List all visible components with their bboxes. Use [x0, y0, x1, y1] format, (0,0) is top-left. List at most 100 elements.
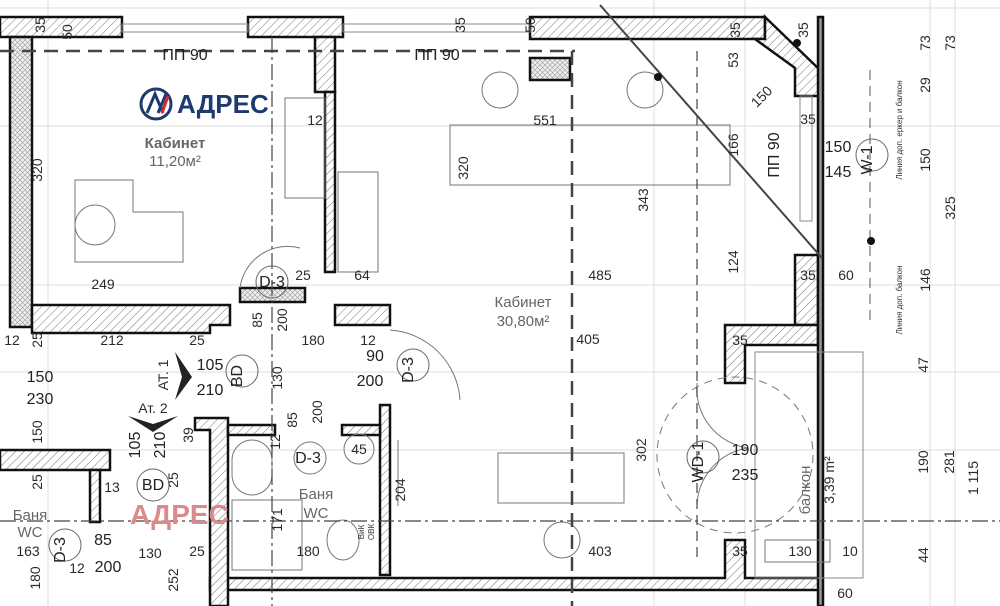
section-lines — [0, 4, 1000, 606]
dimension-label: 403 — [588, 543, 612, 559]
dimension-label: 551 — [533, 112, 557, 128]
dimension-label: 85 — [249, 312, 265, 328]
room-name: Кабинет — [494, 294, 551, 311]
dimension-label: 200 — [309, 400, 325, 424]
dimension-label: 146 — [917, 268, 933, 292]
dimension-label: 405 — [576, 331, 600, 347]
dimension-label: 281 — [941, 450, 957, 474]
dimension-label: 105 — [197, 357, 224, 374]
dimension-label: 47 — [915, 357, 931, 373]
walls — [0, 14, 825, 606]
dimension-label: 35 — [800, 111, 816, 127]
dimension-label: 60 — [838, 267, 854, 283]
room-name: Кабинет — [145, 135, 206, 152]
dimension-label: 35 — [32, 17, 48, 33]
dimension-label: 12 — [307, 112, 323, 128]
dimension-label: 163 — [16, 543, 40, 559]
dimension-label: 35 — [795, 22, 811, 38]
dimension-label: 252 — [165, 568, 181, 592]
dimension-label: 150 — [917, 148, 933, 172]
dimension-label: 60 — [837, 585, 853, 601]
dimension-label: 50 — [522, 17, 538, 33]
dimension-label: 64 — [354, 267, 370, 283]
dimension-label: 1 115 — [965, 461, 981, 495]
dimension-label: 25 — [189, 543, 205, 559]
dimension-label: 212 — [100, 332, 124, 348]
dimension-label: D-3 — [52, 537, 69, 563]
tag-circle — [396, 348, 430, 382]
dimension-label: 12 — [267, 434, 283, 450]
dimension-label: 180 — [27, 566, 43, 590]
dimension-label: 145 — [825, 164, 852, 181]
dimension-label: 10 — [842, 543, 858, 559]
room-name: Баня — [299, 486, 334, 503]
dimension-label: ПП 90 — [162, 47, 207, 64]
dimension-label: 150 — [825, 139, 852, 156]
dimension-label: 200 — [95, 559, 122, 576]
dimension-label: 150 — [748, 82, 776, 110]
dimension-label: 235 — [732, 467, 759, 484]
dimension-label: 124 — [725, 250, 741, 274]
room-name: балкон — [797, 466, 814, 515]
dimension-label: 85 — [284, 412, 300, 428]
dimension-label: 35 — [732, 332, 748, 348]
dimension-label: 35 — [452, 17, 468, 33]
dimension-label: 200 — [357, 373, 384, 390]
dimension-label: 25 — [165, 472, 181, 488]
dimension-label: 150 — [29, 420, 45, 444]
dimension-label: 210 — [197, 382, 224, 399]
tag-circle — [255, 265, 289, 299]
dimension-label: 105 — [127, 432, 144, 459]
dimension-label: 45 — [351, 441, 367, 457]
furniture — [74, 71, 831, 571]
room-sub: WC — [18, 524, 43, 541]
dimension-label: 35 — [727, 22, 743, 38]
room-area: 30,80м² — [497, 313, 550, 330]
dimension-label: 343 — [635, 188, 651, 212]
dimension-label: 171 — [269, 508, 285, 532]
dimension-label: ПП 90 — [414, 47, 459, 64]
tag-circle — [136, 468, 170, 502]
dimension-label: D-3 — [259, 274, 285, 291]
section-arrow-at1 — [175, 352, 192, 400]
dimension-label: Линия доп. балкон — [895, 265, 904, 334]
dimension-label: 90 — [366, 348, 384, 365]
logo: АДРЕС — [139, 87, 269, 121]
dimension-label: 200 — [274, 308, 290, 332]
dimension-label: 325 — [942, 196, 958, 220]
room-labels: Кабинет 11,20м² Кабинет 30,80м² Баня WC … — [13, 135, 837, 541]
dimension-label: D-3 — [295, 450, 321, 467]
dimension-label: 130 — [138, 545, 162, 561]
dimension-label: 130 — [269, 366, 285, 390]
tag-circle — [225, 354, 259, 388]
dimension-label: 25 — [29, 474, 45, 490]
dimension-label: 12 — [69, 560, 85, 576]
dimension-label: 230 — [27, 391, 54, 408]
dimension-label: 73 — [917, 35, 933, 51]
tag-circle — [686, 440, 720, 474]
dimension-label: 180 — [296, 543, 320, 559]
dimension-label: Ат. 2 — [138, 400, 168, 416]
section-arrow-at2 — [128, 416, 178, 432]
dimension-label: 249 — [91, 276, 115, 292]
dimension-label: 190 — [732, 442, 759, 459]
dimension-label: 320 — [29, 158, 45, 182]
dimension-label: 204 — [392, 478, 408, 502]
dimension-label: 210 — [152, 432, 169, 459]
dimension-label: АТ. 1 — [155, 359, 171, 390]
dimension-label: 35 — [800, 267, 816, 283]
dimension-label: 53 — [725, 52, 741, 68]
dimension-label: 485 — [588, 267, 612, 283]
dimension-label: BD — [229, 365, 246, 387]
dimension-label: ПП 90 — [766, 132, 783, 177]
dimension-label: 166 — [725, 133, 741, 157]
logo-icon — [139, 87, 173, 121]
dimension-label: WD-1 — [690, 441, 707, 482]
room-name: Баня — [13, 507, 48, 524]
dimension-label: ОВК — [367, 524, 376, 541]
dimension-label: W-1 — [859, 145, 876, 174]
tag-circle — [48, 528, 82, 562]
